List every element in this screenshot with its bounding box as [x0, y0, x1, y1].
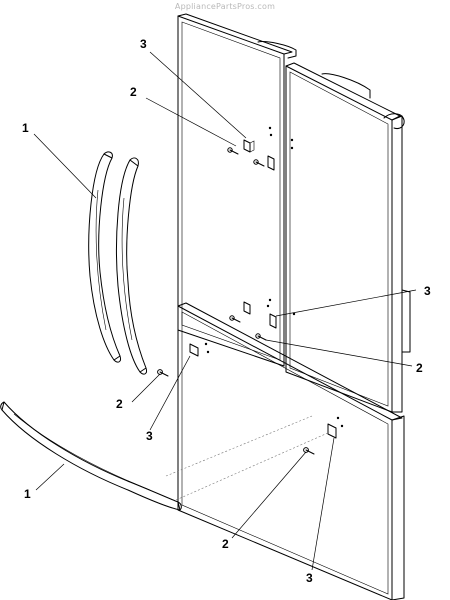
screw-icon	[227, 147, 265, 167]
callout-8: 1	[24, 487, 31, 501]
door-handle-right	[116, 157, 147, 375]
callout-5: 2	[416, 361, 423, 375]
callout-9: 2	[222, 537, 229, 551]
callout-2: 2	[130, 85, 137, 99]
callout-3: 1	[22, 121, 29, 135]
door-hinge-icon	[327, 416, 344, 439]
callout-labels: 3 2 1 3 2 2 3 1 2 3	[22, 37, 431, 585]
refrigerator-cabinet	[177, 13, 411, 600]
door-hinge-icon	[267, 138, 294, 171]
callout-7: 3	[146, 429, 153, 443]
drawer-handle	[0, 401, 182, 511]
callout-1: 3	[140, 37, 147, 51]
callout-4: 3	[424, 284, 431, 298]
watermark: AppliancePartsPros.com	[174, 2, 276, 11]
door-hinge-icon	[255, 312, 296, 341]
leader-lines	[33, 51, 417, 571]
callout-6: 2	[116, 397, 123, 411]
door-hinge-icon	[243, 126, 273, 153]
freezer-drawer	[177, 305, 393, 600]
callout-10: 3	[306, 571, 313, 585]
left-door	[177, 15, 285, 367]
door-hinge-icon	[229, 298, 272, 323]
door-handle-left	[88, 151, 121, 363]
door-hinge-icon	[189, 342, 210, 357]
